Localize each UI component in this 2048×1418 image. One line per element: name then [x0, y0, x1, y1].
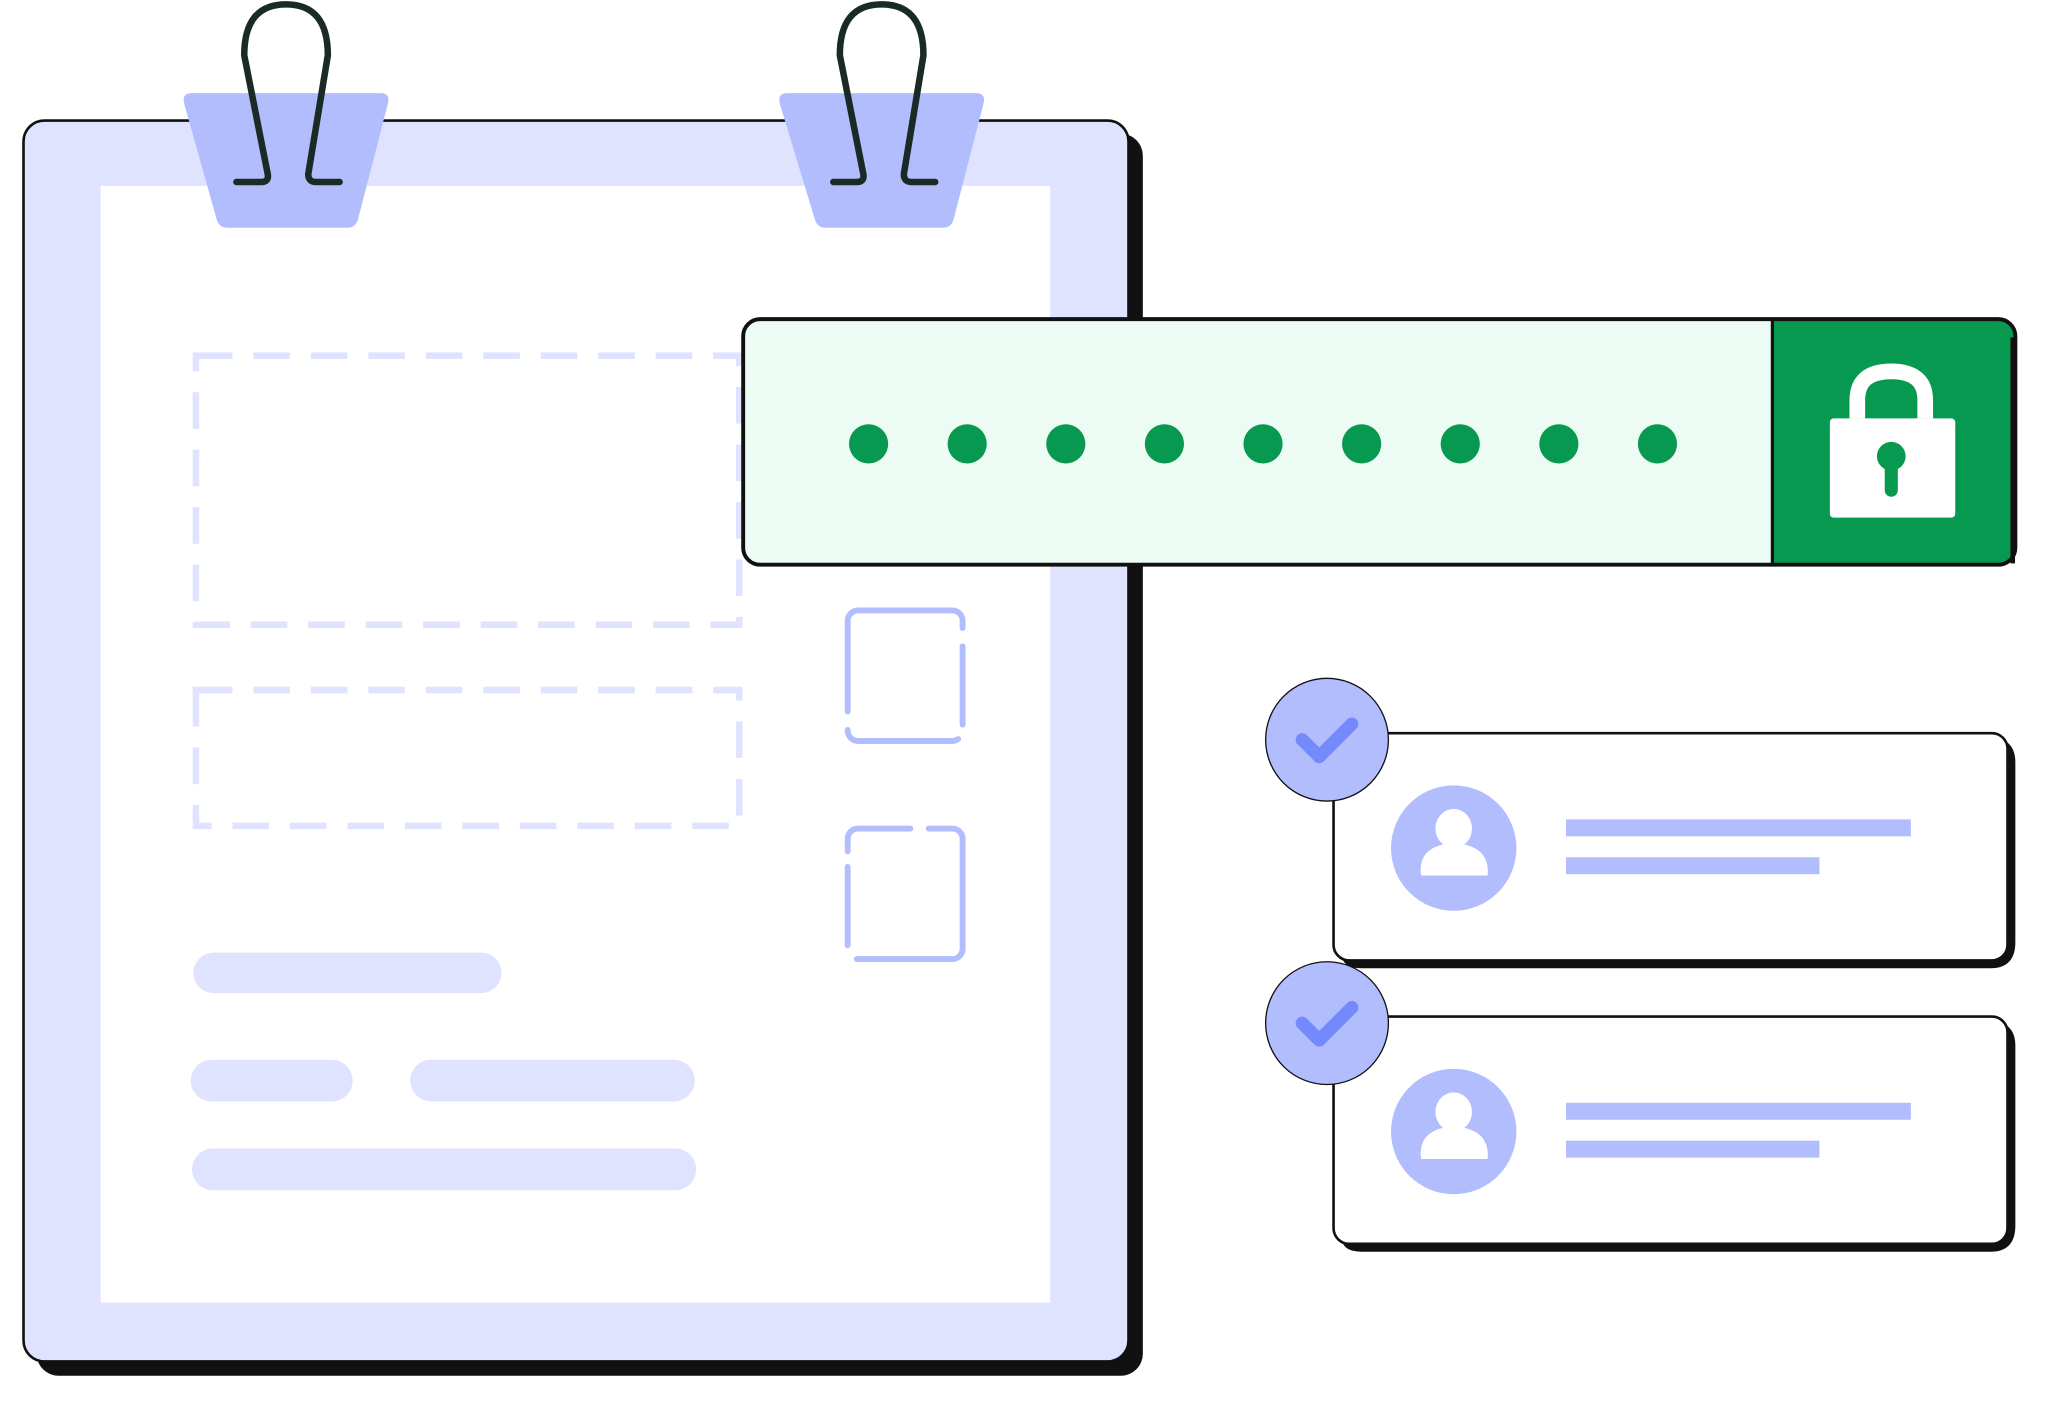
user-card-body	[1332, 1015, 2009, 1246]
binder-clip-body	[183, 93, 389, 228]
check-mark	[1295, 1000, 1359, 1047]
check-icon[interactable]	[1264, 961, 1390, 1086]
binder-clip-body	[779, 93, 985, 228]
padlock-shackle	[1849, 363, 1934, 419]
user-card-text-line	[1566, 857, 1820, 875]
padlock-keyhole	[1876, 441, 1906, 471]
user-avatar-icon	[1391, 785, 1517, 911]
binder-clip-wire	[830, 1, 939, 186]
user-card-body	[1332, 731, 2009, 962]
password-field[interactable]	[741, 317, 2018, 567]
text-placeholder-bar	[190, 1059, 353, 1102]
avatar-shoulders	[1420, 842, 1488, 876]
password-dot	[1440, 424, 1480, 464]
password-dot	[1342, 424, 1382, 464]
binder-clip-icon	[779, 1, 985, 228]
password-dot	[1144, 424, 1184, 464]
binder-clip-icon	[183, 1, 389, 228]
clipboard	[22, 119, 1143, 1376]
user-card-text-line	[1566, 819, 1911, 837]
avatar-head	[1435, 1092, 1472, 1132]
password-dot	[947, 424, 987, 464]
check-icon[interactable]	[1264, 677, 1390, 802]
password-dot	[1539, 424, 1579, 464]
dashed-field-placeholder-2	[192, 686, 743, 830]
user-card[interactable]	[1264, 961, 2016, 1252]
password-dot	[1046, 424, 1086, 464]
password-dot	[848, 424, 889, 464]
padlock-icon	[1829, 363, 1956, 518]
user-card-text-line	[1566, 1102, 1911, 1120]
text-placeholder-bar	[193, 952, 502, 994]
check-mark	[1295, 717, 1359, 764]
text-placeholder-bar	[410, 1059, 695, 1102]
avatar-head	[1435, 808, 1472, 849]
text-placeholder-bar	[192, 1148, 697, 1191]
binder-clip-wire	[233, 1, 343, 186]
user-avatar-icon	[1391, 1068, 1517, 1195]
user-card-list	[1264, 677, 2016, 1252]
padlock-keyhole-slot	[1884, 460, 1898, 497]
password-field-outline	[741, 317, 2018, 567]
user-card-text-line	[1566, 1140, 1820, 1158]
user-card[interactable]	[1264, 677, 2016, 969]
password-dot	[1637, 424, 1678, 464]
avatar-shoulders	[1420, 1126, 1488, 1159]
checkbox-placeholder-1	[844, 607, 966, 744]
checkbox-placeholder-2	[844, 825, 966, 963]
masked-password-value	[848, 424, 1678, 464]
password-dot	[1243, 424, 1283, 464]
